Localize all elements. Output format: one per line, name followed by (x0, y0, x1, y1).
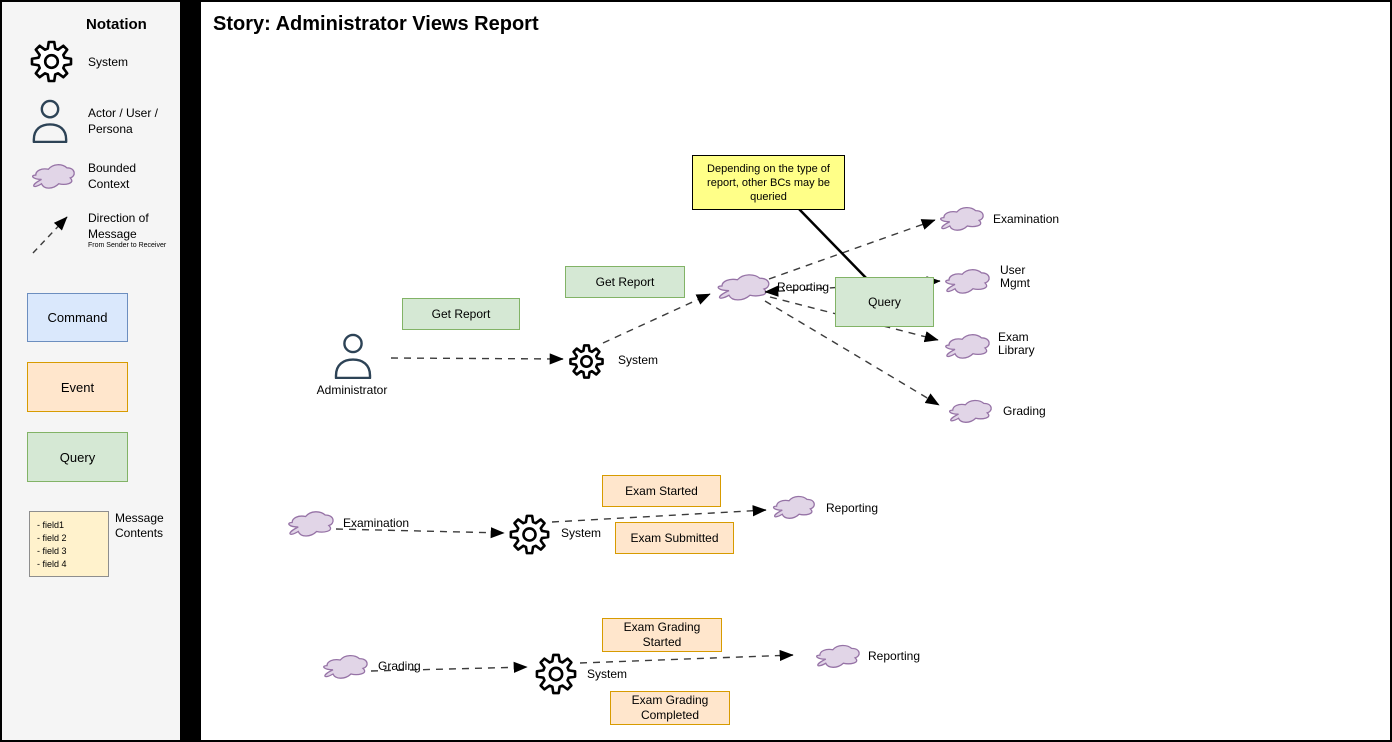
legend-message-contents-box: - field1 - field 2 - field 3 - field 4 (29, 511, 109, 577)
legend-direction-label: Direction of Message (88, 211, 149, 241)
exam-submitted-box: Exam Submitted (615, 522, 734, 554)
exam-grading-started-box: Exam Grading Started (602, 618, 722, 652)
reporting-label-row2: Reporting (826, 501, 879, 515)
examination-label-row2: Examination (343, 516, 410, 530)
get-report-box-1: Get Report (402, 298, 520, 330)
notation-title: Notation (86, 16, 147, 33)
legend-message-contents-label: Message Contents (115, 511, 164, 540)
reporting-label-row3: Reporting (868, 649, 921, 663)
user-mgmt-label: User Mgmt (1000, 263, 1030, 290)
system-label-row2: System (561, 526, 602, 540)
grading-label-row3: Grading (378, 659, 421, 673)
system-label-row1: System (618, 353, 659, 367)
legend-query-box: Query (27, 432, 128, 482)
system-label-row3: System (587, 667, 628, 681)
legend-bounded-context-label: Bounded Context (88, 161, 137, 191)
grading-label-row1: Grading (1003, 404, 1046, 418)
legend-system-label: System (88, 55, 129, 69)
examination-label-row1: Examination (993, 212, 1060, 226)
exam-grading-completed-box: Exam Grading Completed (610, 691, 730, 725)
legend-command-box: Command (27, 293, 128, 342)
exam-library-label: Exam Library (998, 330, 1035, 357)
legend-event-box: Event (27, 362, 128, 412)
legend-direction-sublabel: From Sender to Receiver (88, 242, 167, 249)
note-box: Depending on the type of report, other B… (692, 155, 845, 210)
administrator-label: Administrator (316, 383, 388, 397)
diagram-canvas (201, 2, 1390, 740)
reporting-label-row1: Reporting (777, 280, 830, 294)
sidebar-divider (180, 2, 201, 740)
legend-actor-label: Actor / User / Persona (88, 106, 159, 136)
page-title: Story: Administrator Views Report (213, 13, 539, 35)
query-box: Query (835, 277, 934, 327)
exam-started-box: Exam Started (602, 475, 721, 507)
get-report-box-2: Get Report (565, 266, 685, 298)
